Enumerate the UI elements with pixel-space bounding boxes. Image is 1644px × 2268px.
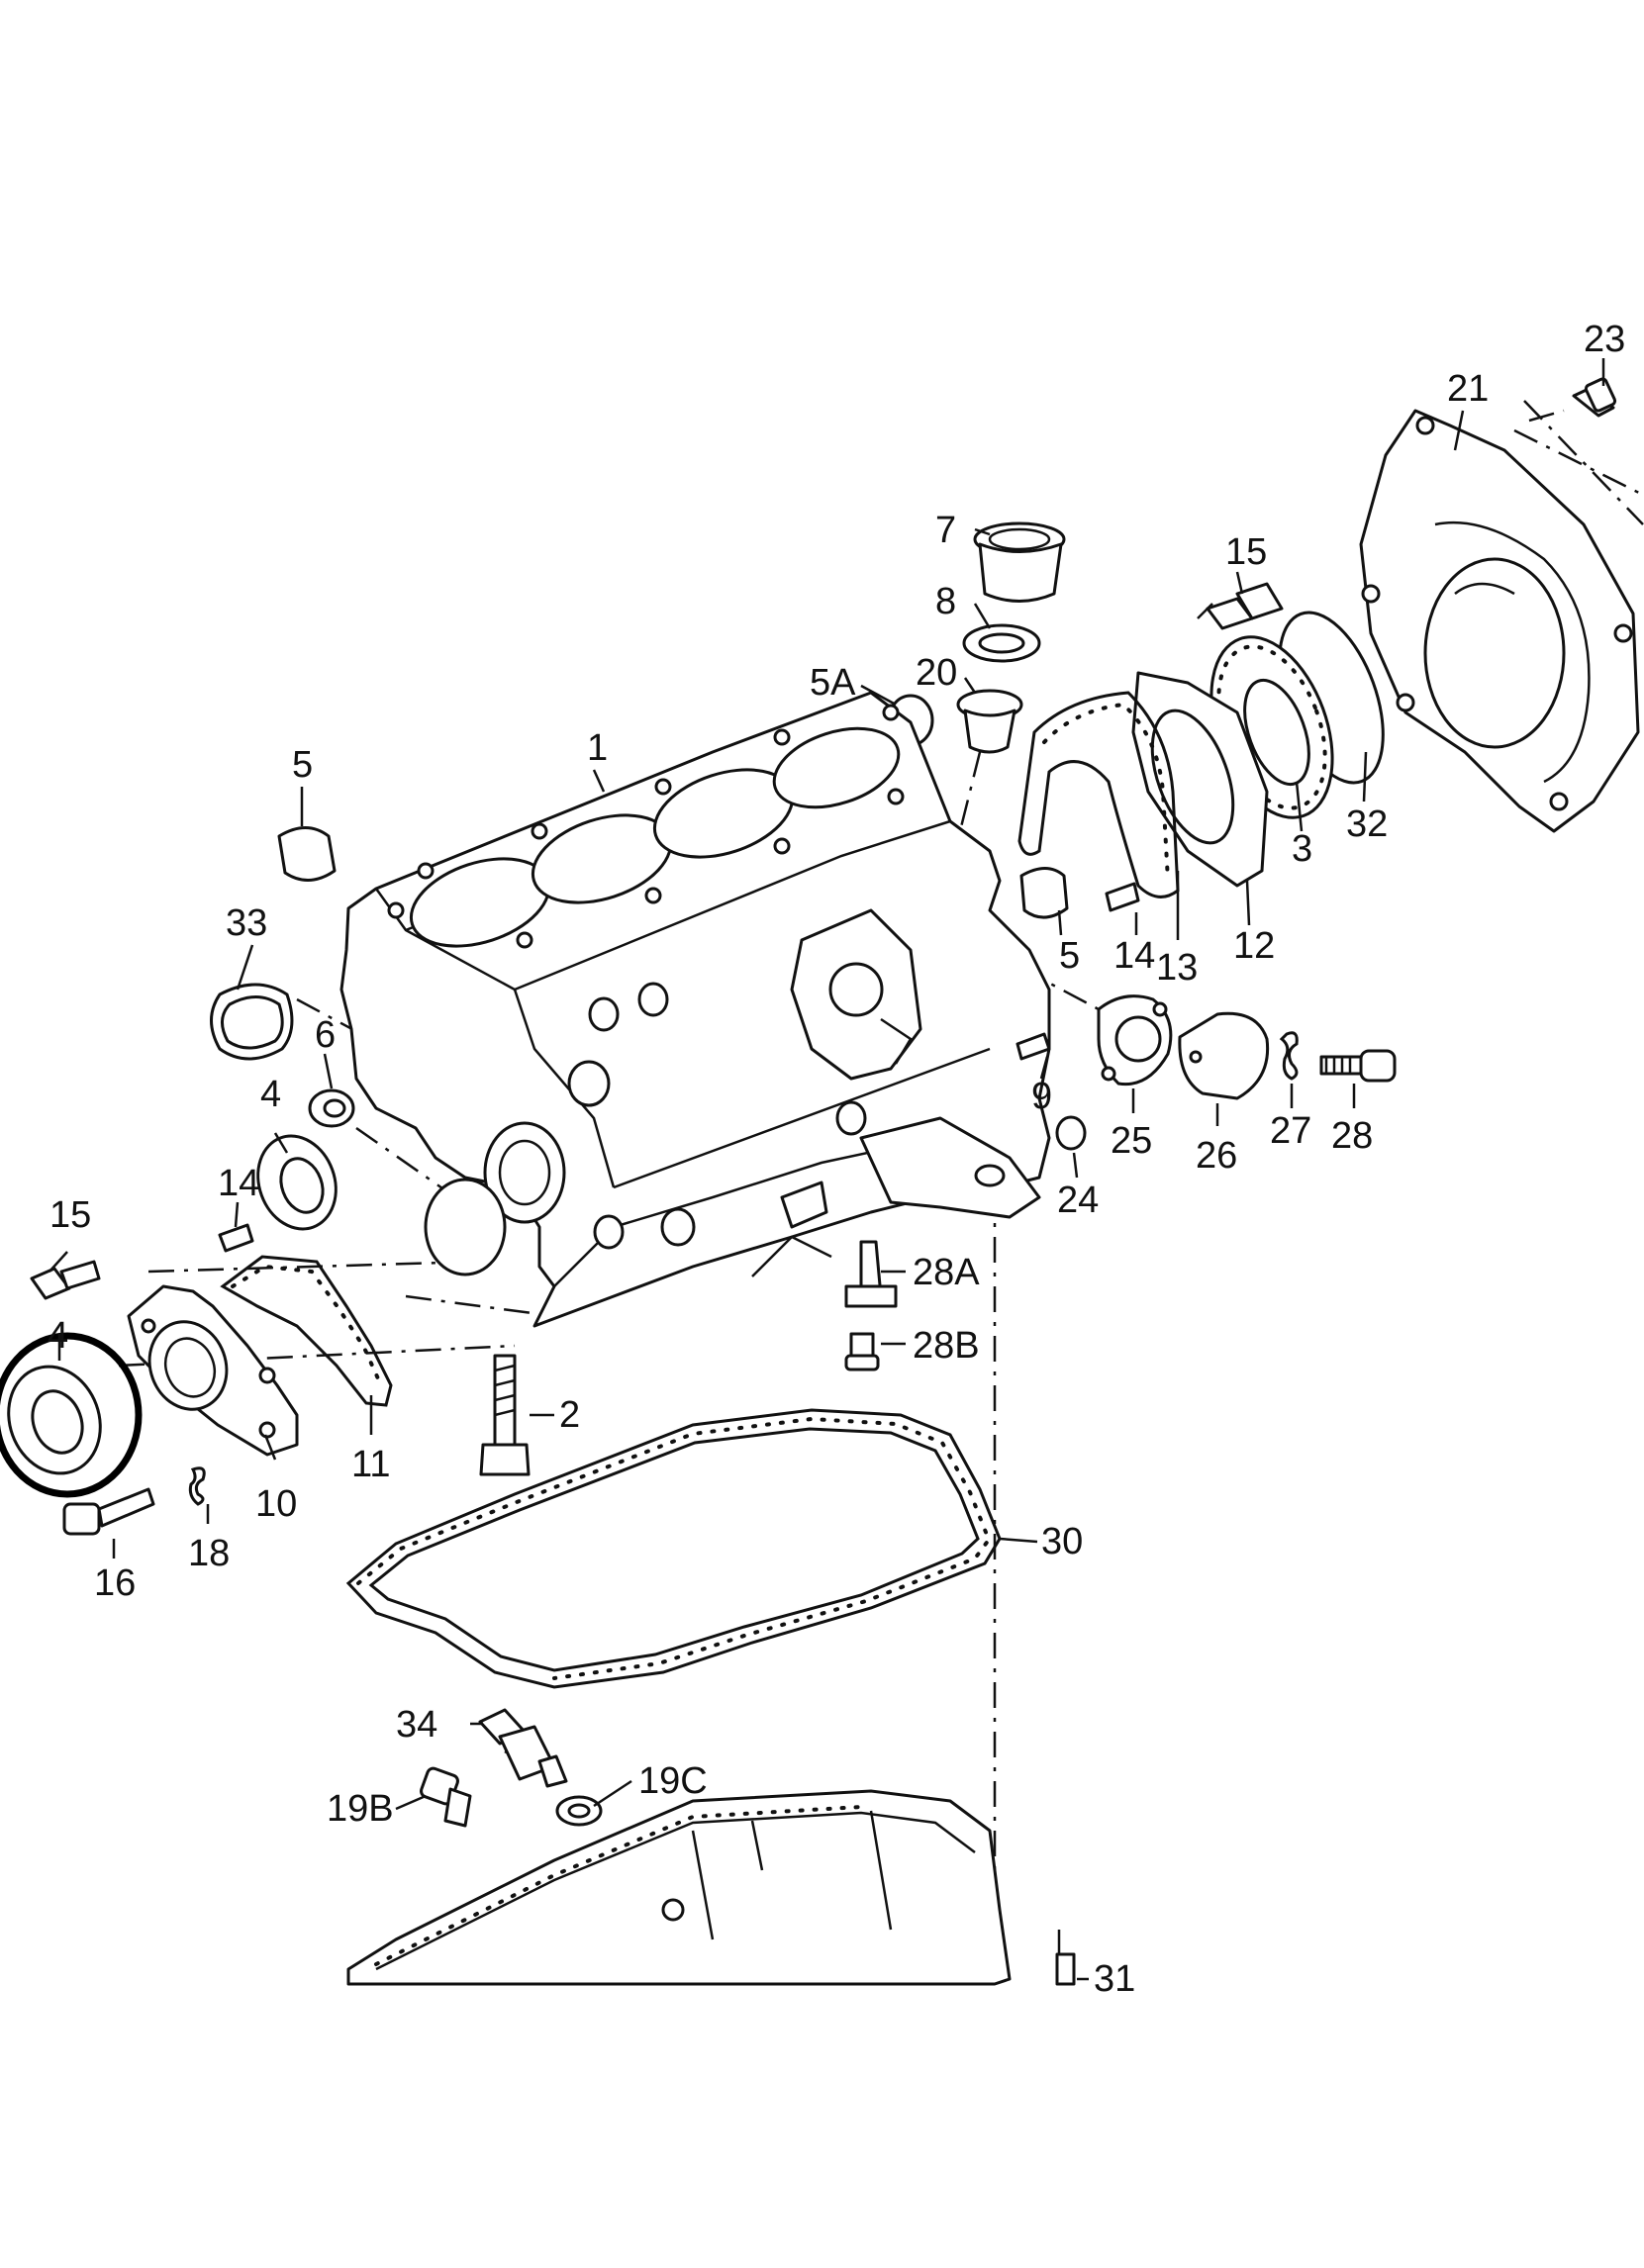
label-5-right: 5: [1059, 935, 1080, 977]
label-18: 18: [188, 1533, 230, 1574]
label-28: 28: [1331, 1115, 1373, 1157]
oil-pan-31: [346, 1789, 1076, 1986]
bolt-23: [1572, 377, 1617, 418]
label-21: 21: [1447, 368, 1489, 410]
highlight-circle: [0, 1332, 143, 1498]
cap-7: [973, 521, 1066, 603]
seal-4-highlighted: [0, 1332, 143, 1498]
label-9: 9: [1031, 1076, 1052, 1117]
label-14-left: 14: [218, 1163, 259, 1204]
label-28a: 28A: [913, 1252, 980, 1293]
bolt-28: [1319, 1049, 1397, 1083]
label-33: 33: [226, 902, 267, 944]
gasket-13: [1017, 691, 1180, 898]
label-13: 13: [1156, 947, 1198, 989]
label-7: 7: [935, 510, 956, 551]
washer-18: [188, 1466, 206, 1506]
label-15-left: 15: [49, 1194, 91, 1236]
label-30: 30: [1041, 1521, 1083, 1562]
label-19b: 19B: [327, 1788, 394, 1830]
front-cover-10: [127, 1284, 299, 1457]
screw-28b: [844, 1332, 880, 1371]
plug-6: [308, 1088, 355, 1128]
bolt-15-left: [30, 1260, 101, 1300]
dowel-14-left: [218, 1223, 254, 1253]
bolt-2: [479, 1354, 531, 1476]
plug-5-left: [277, 826, 337, 882]
label-15-upper: 15: [1225, 531, 1267, 573]
bolt-15-upper: [1206, 582, 1284, 630]
label-6: 6: [315, 1014, 336, 1056]
label-24: 24: [1057, 1180, 1099, 1221]
plug-24: [1055, 1115, 1087, 1151]
label-20: 20: [916, 652, 957, 694]
label-5-left: 5: [292, 744, 313, 786]
label-25: 25: [1111, 1120, 1152, 1162]
washer-19c: [555, 1795, 603, 1827]
label-26: 26: [1196, 1135, 1237, 1177]
cover-26: [1178, 1011, 1270, 1100]
bushing-20: [956, 689, 1023, 754]
sensor-28a: [844, 1240, 898, 1308]
gasket-33: [210, 983, 294, 1061]
rear-cover-plate: [1359, 409, 1640, 833]
label-27: 27: [1270, 1110, 1311, 1152]
engine-block: [339, 691, 1051, 1328]
sensor-34: [478, 1708, 568, 1788]
label-4-upper: 4: [260, 1074, 281, 1115]
ring-8: [962, 623, 1041, 663]
washer-27: [1279, 1031, 1299, 1081]
label-28b: 28B: [913, 1325, 980, 1367]
label-32: 32: [1346, 803, 1388, 845]
label-10: 10: [255, 1483, 297, 1525]
oil-pan-gasket-30: [345, 1408, 1002, 1689]
part-labels: 23 21 15 7 8 20 5A 1 5 5 14 13 12 3 32 3…: [48, 319, 1625, 2000]
plug-5-right: [1019, 867, 1069, 919]
label-2: 2: [559, 1394, 580, 1436]
label-3: 3: [1292, 828, 1312, 870]
label-4-highlighted: 4: [48, 1315, 68, 1357]
label-11: 11: [351, 1444, 390, 1485]
label-34: 34: [396, 1704, 437, 1746]
label-31: 31: [1094, 1958, 1135, 2000]
label-5a: 5A: [810, 662, 856, 704]
seal-4-upper: [256, 1134, 338, 1231]
bolt-16: [62, 1487, 155, 1536]
label-19c: 19C: [638, 1760, 708, 1802]
label-12: 12: [1233, 925, 1275, 967]
gasket-11: [220, 1255, 393, 1407]
label-23: 23: [1584, 319, 1625, 360]
label-8: 8: [935, 581, 956, 622]
label-1: 1: [587, 727, 608, 769]
dowel-14-right: [1105, 882, 1140, 912]
gasket-25: [1097, 994, 1173, 1087]
dowel-9: [1015, 1032, 1051, 1061]
leader-lines: [48, 358, 1605, 1981]
label-16: 16: [94, 1562, 136, 1604]
drain-plug-19b: [420, 1766, 472, 1828]
label-14-right: 14: [1113, 935, 1155, 977]
